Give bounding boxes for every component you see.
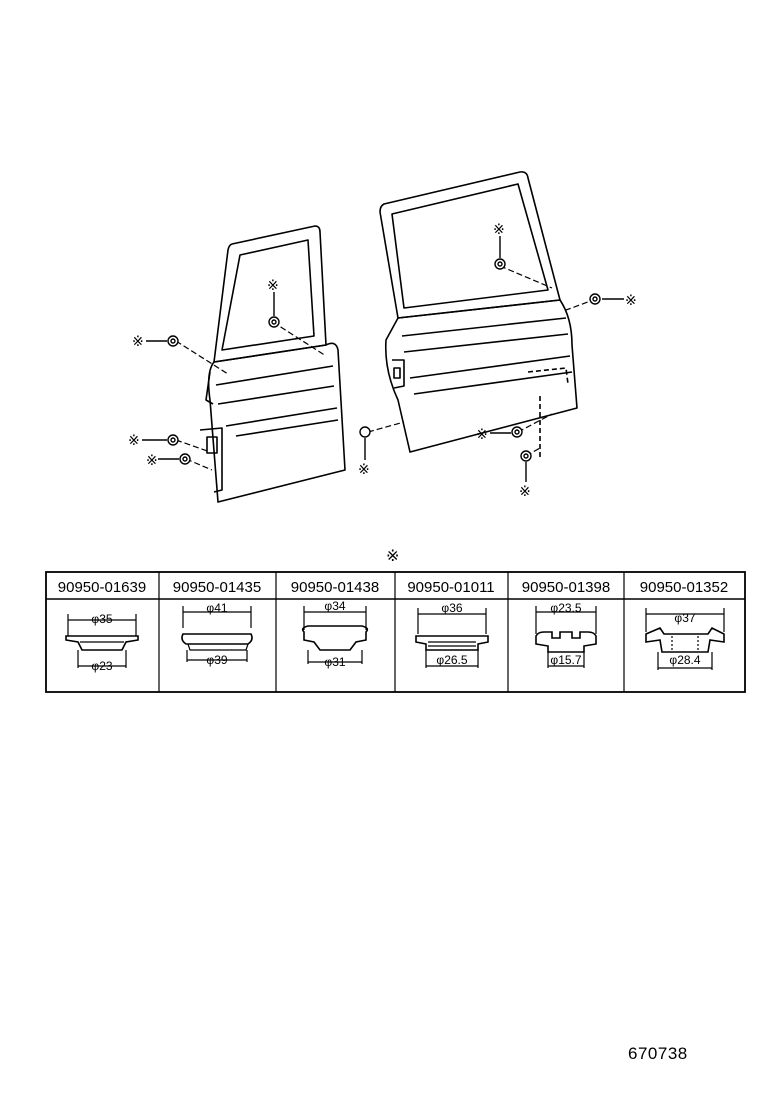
part-number-1: 90950-01639 (58, 579, 146, 596)
marker-rear-bottom-right: ※ (519, 484, 531, 500)
inner-dim-2: φ39 (206, 653, 227, 667)
inner-dim-1: φ23 (91, 659, 112, 673)
part-number-3: 90950-01438 (291, 579, 379, 596)
front-door-plugs (167, 316, 280, 465)
plug-sketch-6 (645, 608, 725, 670)
plug-sketch-2 (181, 606, 253, 662)
figure-number: 670738 (628, 1044, 688, 1063)
outer-dim-2: φ41 (206, 601, 227, 615)
front-door-panel (199, 225, 346, 503)
marker-front-upper: ※ (132, 334, 144, 350)
marker-rear-glass: ※ (493, 222, 505, 238)
inner-dim-4: φ26.5 (436, 653, 467, 667)
plug-sketch-3 (301, 606, 369, 664)
plug-table (45, 571, 746, 693)
marker-rear-bottom-mid: ※ (476, 427, 488, 443)
marker-rear-bottom-left: ※ (358, 462, 370, 478)
part-number-4: 90950-01011 (407, 579, 494, 596)
table-header-mark: ※ (386, 546, 400, 565)
part-number-6: 90950-01352 (640, 579, 728, 596)
marker-front-lower-1: ※ (128, 433, 140, 449)
rear-door-marker-leaders (364, 236, 624, 482)
part-number-5: 90950-01398 (522, 579, 610, 596)
marker-front-glass: ※ (267, 278, 279, 294)
inner-dim-3: φ31 (324, 655, 345, 669)
inner-dim-6: φ28.4 (669, 653, 700, 667)
outer-dim-4: φ36 (441, 601, 462, 615)
outer-dim-1: φ35 (91, 612, 112, 626)
outer-dim-3: φ34 (324, 599, 345, 613)
front-door-hole-leaders (175, 321, 327, 471)
marker-front-lower-2: ※ (146, 453, 158, 469)
rear-door-plugs (359, 258, 601, 462)
outer-dim-5: φ23.5 (550, 601, 581, 615)
inner-dim-5: φ15.7 (550, 653, 581, 667)
plug-sketch-4 (415, 608, 489, 668)
front-door-marker-leaders (142, 292, 275, 460)
outer-dim-6: φ37 (674, 611, 695, 625)
marker-rear-side: ※ (625, 293, 637, 309)
part-number-2: 90950-01435 (173, 579, 261, 596)
rear-door-panel (379, 171, 578, 458)
plug-sketch-5 (535, 606, 597, 668)
plug-sketch-1 (65, 614, 139, 668)
